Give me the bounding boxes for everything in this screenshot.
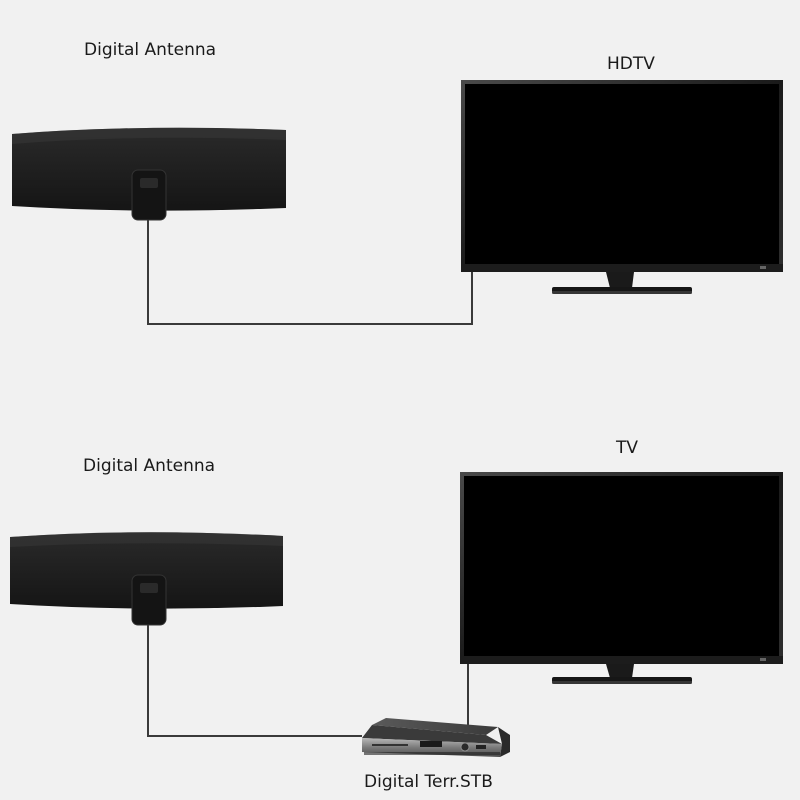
label-digital-antenna-top: Digital Antenna: [84, 40, 217, 60]
label-digital-antenna-bottom: Digital Antenna: [83, 456, 216, 476]
coax-cable-antenna-to-stb: [147, 625, 362, 737]
set-top-box: [362, 718, 510, 757]
hdtv: [461, 80, 783, 294]
digital-antenna-top: [12, 127, 286, 221]
digital-antenna-bottom: [10, 532, 283, 626]
label-tv: TV: [616, 438, 639, 458]
label-hdtv: HDTV: [607, 54, 655, 74]
label-set-top-box: Digital Terr.STB: [364, 772, 493, 792]
coax-cable-top: [147, 220, 473, 325]
tv: [460, 472, 783, 684]
